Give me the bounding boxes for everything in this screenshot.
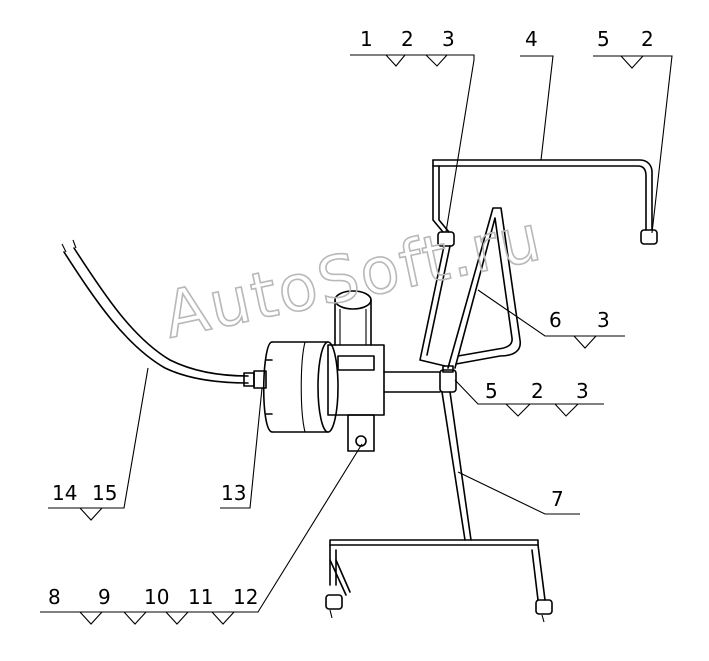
label-c9-1: 8	[48, 585, 61, 609]
drawing	[40, 54, 673, 625]
pipe-lower	[325, 391, 553, 623]
label-c3-2: 2	[641, 27, 654, 51]
label-c7-1: 14	[52, 481, 77, 505]
filter-body	[262, 341, 339, 433]
filter-head	[327, 290, 441, 452]
label-c3-1: 5	[597, 27, 610, 51]
label-c1-2: 2	[401, 27, 414, 51]
label-c6-1: 7	[551, 487, 564, 511]
label-c7-2: 15	[92, 481, 117, 505]
label-c1-3: 3	[442, 27, 455, 51]
label-c9-2: 9	[98, 585, 111, 609]
label-c9-5: 12	[233, 585, 258, 609]
pipe-loop	[447, 207, 522, 369]
label-c4-2: 3	[597, 308, 610, 332]
label-c1-1: 1	[360, 27, 373, 51]
label-c2-1: 4	[525, 27, 538, 51]
label-c5-1: 5	[485, 379, 498, 403]
watermark: AutoSoft.ru	[158, 201, 549, 353]
label-c9-4: 11	[188, 585, 213, 609]
label-c5-3: 3	[576, 379, 589, 403]
label-c4-1: 6	[549, 308, 562, 332]
tee-fitting	[439, 365, 457, 393]
pipe-upper	[419, 159, 658, 367]
hose	[61, 239, 267, 389]
leaders	[40, 54, 673, 625]
label-c5-2: 2	[531, 379, 544, 403]
label-c9-3: 10	[144, 585, 169, 609]
callout-labels: 1 2 3 4 5 2 6 3 5 2 3 7 14 15 13 8 9 10 …	[48, 27, 654, 609]
label-c8-1: 13	[221, 481, 246, 505]
